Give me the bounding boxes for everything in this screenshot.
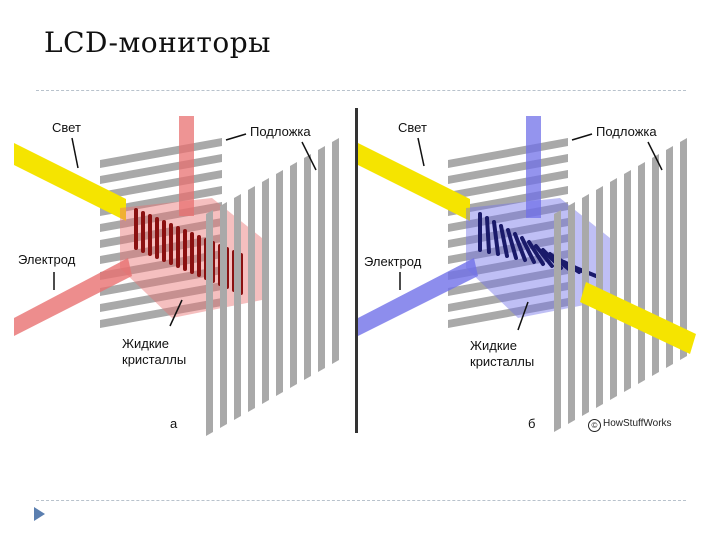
copyright-symbol: © <box>588 419 601 432</box>
top-divider <box>36 90 686 91</box>
label-electrode-a: Электрод <box>18 252 76 267</box>
panel-a-diagram <box>14 116 339 436</box>
front-polarizer-a <box>206 138 339 436</box>
label-crystals-a-line2: кристаллы <box>122 352 187 367</box>
light-beam-b-in <box>358 143 470 221</box>
leader-light-b <box>417 137 425 167</box>
label-substrate-a: Подложка <box>250 124 311 139</box>
label-crystals-b-line1: Жидкие <box>470 338 518 353</box>
leader-crystals-a <box>169 299 183 327</box>
electrode-vertical-b <box>526 116 541 218</box>
leader-substrate-right-a <box>301 141 317 171</box>
electrode-vertical-a <box>179 116 194 216</box>
caption-a: а <box>170 416 178 431</box>
leader-substrate-top-a <box>225 133 247 141</box>
light-beam-b-out <box>580 282 696 354</box>
label-light-b: Свет <box>398 120 427 135</box>
label-crystals-a-line1: Жидкие <box>122 336 170 351</box>
leader-light-a <box>71 137 79 169</box>
copyright-text: HowStuffWorks <box>603 418 672 429</box>
front-polarizer-b <box>554 138 687 432</box>
slide-title: LCD-мониторы <box>44 26 271 59</box>
light-beam-a <box>14 143 126 221</box>
label-crystals-b-line2: кристаллы <box>470 354 535 369</box>
bottom-divider <box>36 500 686 501</box>
label-substrate-b: Подложка <box>596 124 657 139</box>
label-light-a: Свет <box>52 120 81 135</box>
label-electrode-b: Электрод <box>364 254 422 269</box>
leader-substrate-right-b <box>647 141 663 171</box>
electrode-horizontal-b <box>358 258 478 336</box>
leader-substrate-top-b <box>571 133 593 141</box>
copyright-notice: ©HowStuffWorks <box>588 418 672 432</box>
panel-divider <box>355 108 358 433</box>
bullet-arrow-icon <box>34 507 45 521</box>
leader-crystals-b <box>517 301 529 331</box>
caption-b: б <box>528 416 536 431</box>
panel-b-diagram <box>358 116 696 432</box>
electrode-horizontal-a <box>14 258 132 336</box>
